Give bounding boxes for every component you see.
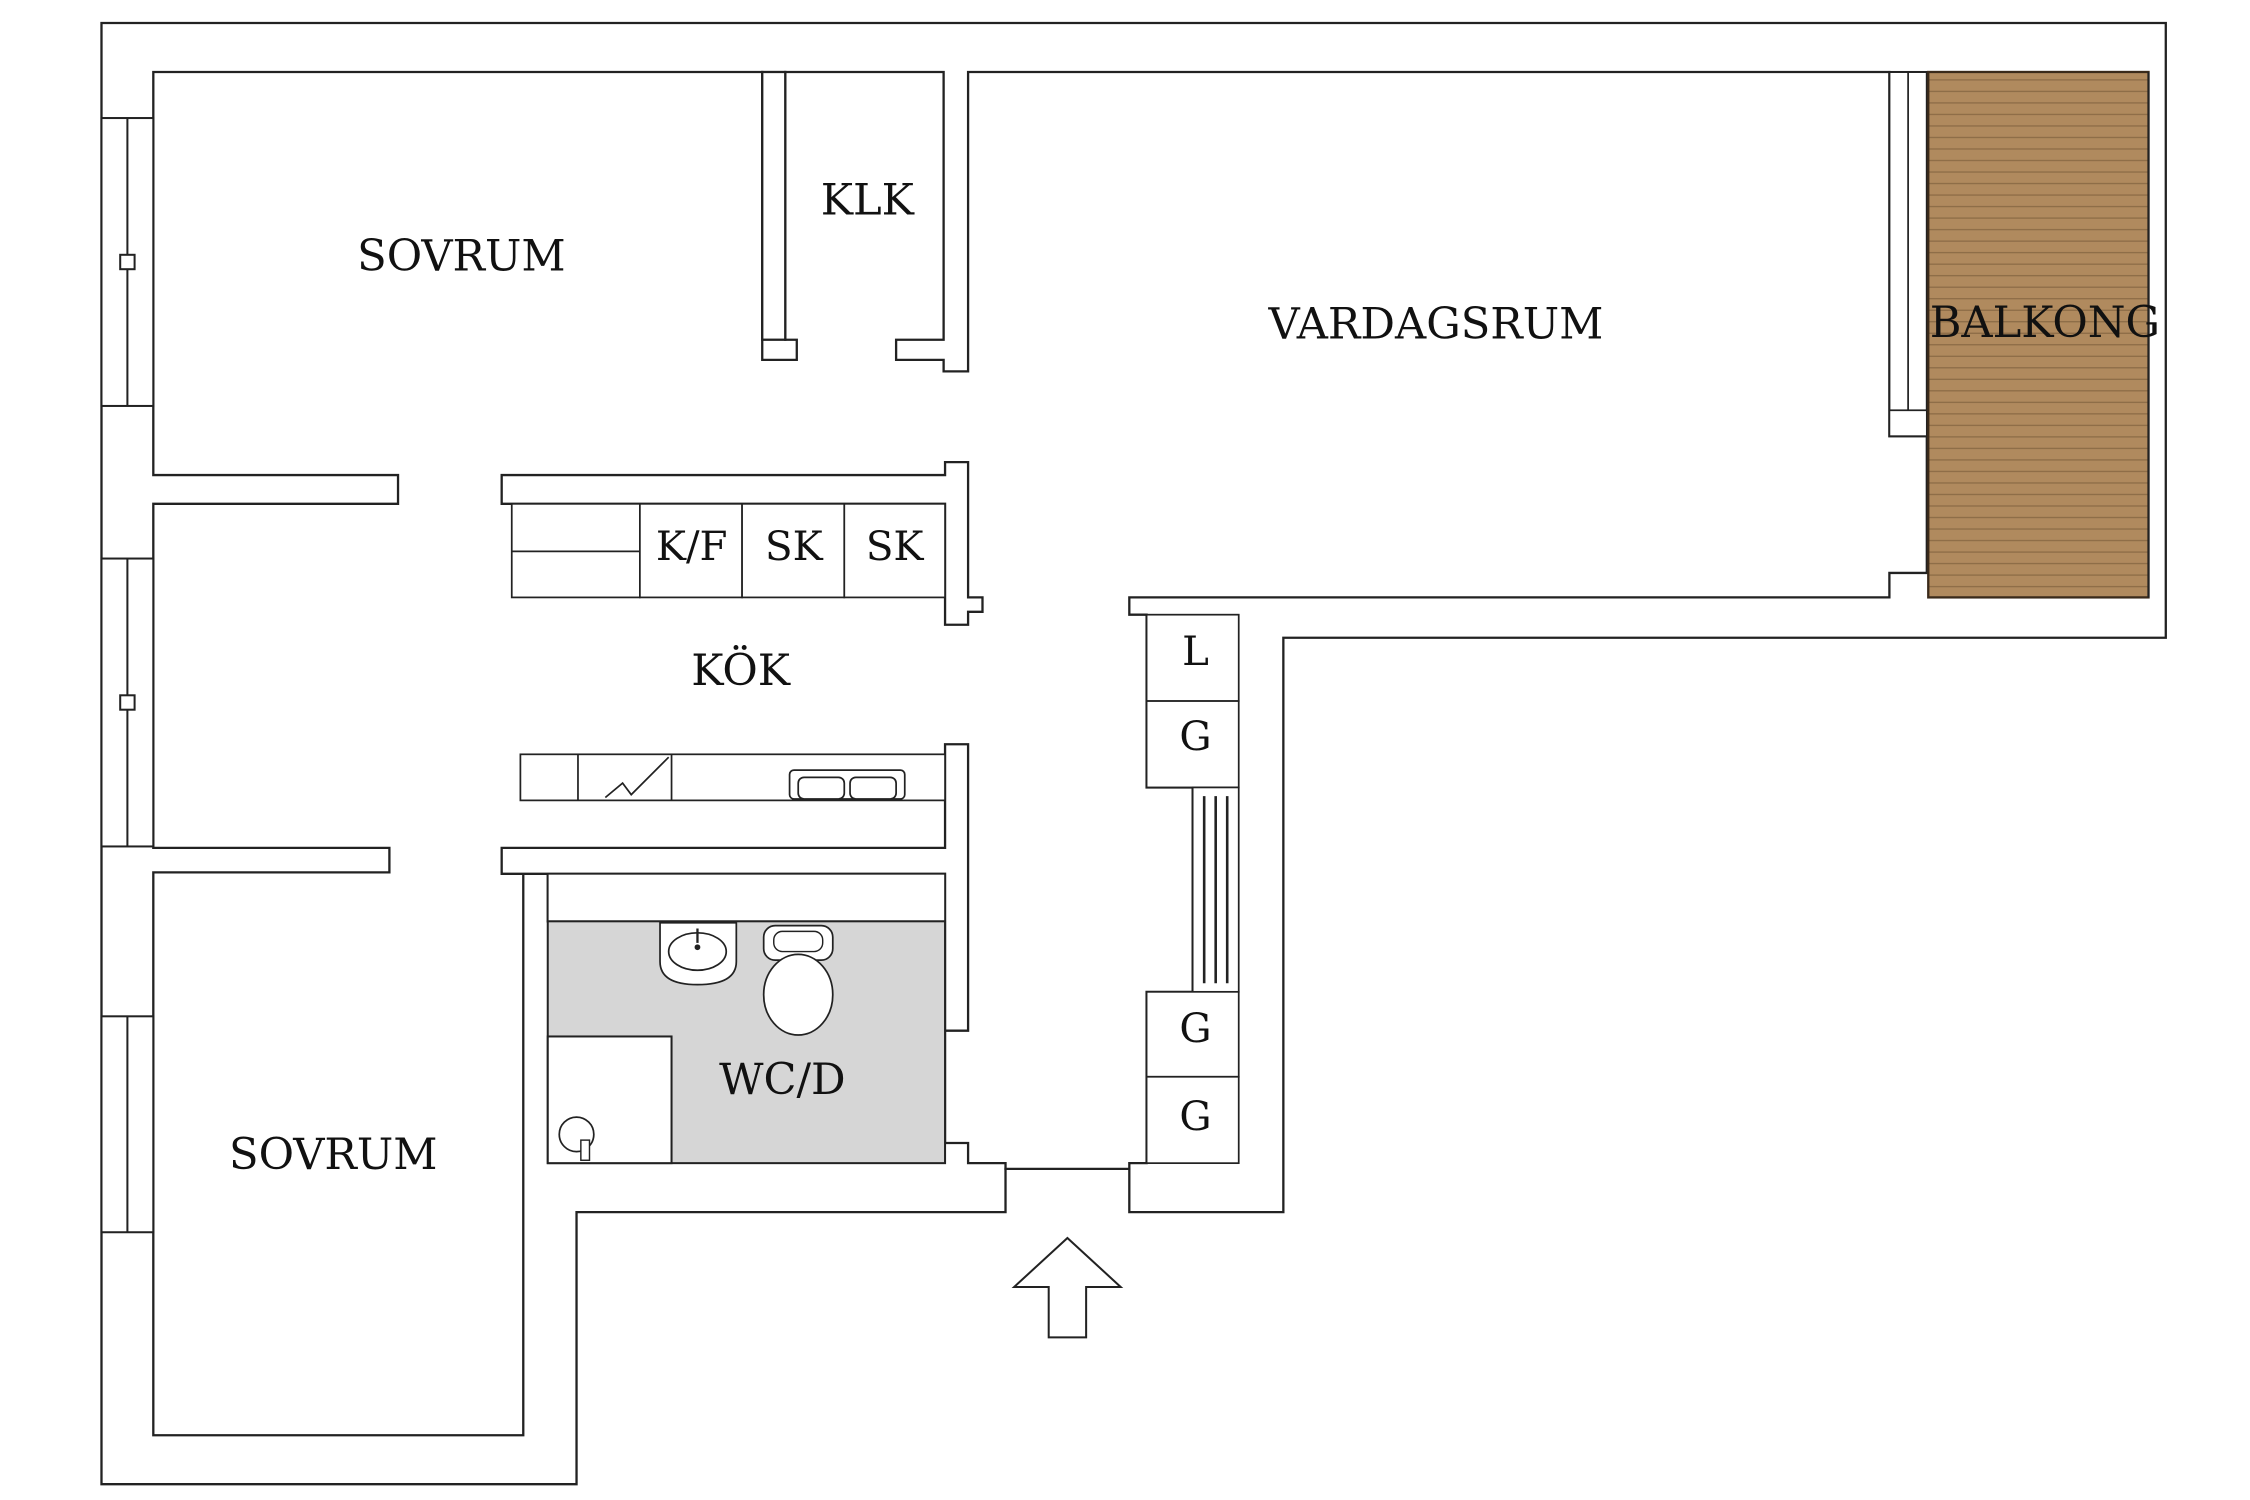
label-cabinet-1: SK (765, 523, 824, 570)
label-wardrobe-1: G (1179, 713, 1211, 760)
label-wardrobe-2: G (1179, 1005, 1211, 1052)
label-fridge-freezer: K/F (656, 523, 728, 570)
toilet-icon (762, 924, 834, 1036)
closet-divider (761, 70, 787, 341)
label-wardrobe-3: G (1179, 1093, 1211, 1140)
label-living-room: VARDAGSRUM (1267, 299, 1603, 349)
balcony (1888, 70, 2150, 599)
label-cabinet-2: SK (866, 523, 925, 570)
label-bedroom-bottom: SOVRUM (229, 1130, 437, 1180)
label-balcony: BALKONG (1930, 298, 2160, 348)
label-bathroom: WC/D (719, 1055, 846, 1105)
label-closet: KLK (821, 175, 915, 225)
label-linen: L (1182, 628, 1209, 675)
sink-icon (659, 921, 738, 986)
bathroom (546, 872, 947, 1165)
hall-wardrobes (1145, 613, 1240, 1165)
windows-left (100, 117, 155, 1234)
kitchen-lower-counter (519, 753, 946, 802)
kitchen-upper-counter (510, 502, 946, 599)
label-bedroom-top: SOVRUM (357, 232, 565, 282)
entrance-arrow-icon (1011, 1236, 1124, 1339)
label-kitchen: KÖK (691, 645, 790, 696)
